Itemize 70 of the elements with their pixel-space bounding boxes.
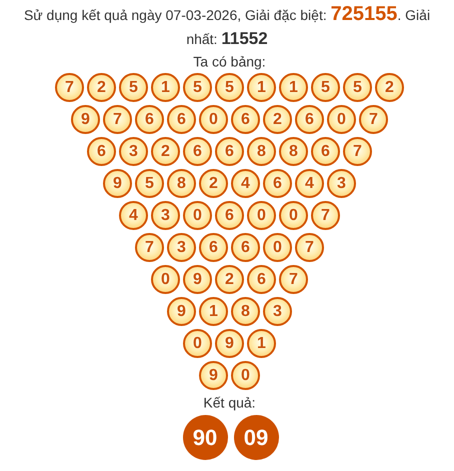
result-caption: Kết quả: xyxy=(203,394,256,412)
heading-text: Sử dụng kết quả ngày 07-03-2026, Giải đặc biệt: 725155. Giải nhất: 11552 xyxy=(22,3,432,50)
number-ball: 1 xyxy=(247,73,276,102)
result-ball: 90 xyxy=(182,414,228,460)
number-ball: 2 xyxy=(151,137,180,166)
number-ball: 6 xyxy=(231,105,260,134)
number-ball: 4 xyxy=(295,169,324,198)
number-ball: 0 xyxy=(279,201,308,230)
number-ball: 6 xyxy=(295,105,324,134)
number-ball: 7 xyxy=(295,233,324,262)
number-ball: 0 xyxy=(151,265,180,294)
number-ball: 6 xyxy=(183,137,212,166)
number-ball: 8 xyxy=(167,169,196,198)
number-ball: 3 xyxy=(151,201,180,230)
number-ball: 0 xyxy=(263,233,292,262)
number-ball: 2 xyxy=(375,73,404,102)
number-ball: 6 xyxy=(215,201,244,230)
number-ball: 0 xyxy=(183,201,212,230)
number-ball: 6 xyxy=(263,169,292,198)
number-ball: 5 xyxy=(343,73,372,102)
number-ball: 4 xyxy=(119,201,148,230)
number-ball: 7 xyxy=(343,137,372,166)
number-ball: 0 xyxy=(327,105,356,134)
number-ball: 7 xyxy=(103,105,132,134)
number-ball: 9 xyxy=(167,297,196,326)
number-ball: 5 xyxy=(119,73,148,102)
number-ball: 8 xyxy=(247,137,276,166)
number-ball: 3 xyxy=(167,233,196,262)
number-ball: 0 xyxy=(231,361,260,390)
number-ball: 0 xyxy=(247,201,276,230)
result-ball: 09 xyxy=(234,414,278,460)
number-ball: 9 xyxy=(199,361,228,390)
number-ball: 3 xyxy=(119,137,148,166)
number-ball: 2 xyxy=(215,265,244,294)
number-ball: 6 xyxy=(311,137,340,166)
number-ball: 6 xyxy=(87,137,116,166)
table-caption: Ta có bảng: xyxy=(193,54,266,70)
number-ball: 4 xyxy=(231,169,260,198)
number-ball: 5 xyxy=(215,73,244,102)
number-ball: 3 xyxy=(327,169,356,198)
number-ball: 8 xyxy=(279,137,308,166)
number-ball: 6 xyxy=(167,105,196,134)
number-ball: 5 xyxy=(311,73,340,102)
number-ball: 6 xyxy=(135,105,164,134)
number-ball: 8 xyxy=(231,297,260,326)
number-ball: 5 xyxy=(135,169,164,198)
number-ball: 9 xyxy=(103,169,132,198)
number-ball: 2 xyxy=(87,73,116,102)
number-ball: 5 xyxy=(183,73,212,102)
number-ball: 9 xyxy=(215,329,244,358)
number-ball: 0 xyxy=(199,105,228,134)
number-ball: 7 xyxy=(279,265,308,294)
number-ball: 9 xyxy=(71,105,100,134)
number-ball: 0 xyxy=(183,329,212,358)
number-ball: 7 xyxy=(311,201,340,230)
number-ball: 2 xyxy=(199,169,228,198)
number-ball: 1 xyxy=(199,297,228,326)
number-ball: 6 xyxy=(231,233,260,262)
number-ball: 1 xyxy=(279,73,308,102)
number-ball: 6 xyxy=(215,137,244,166)
number-ball: 6 xyxy=(199,233,228,262)
number-ball: 7 xyxy=(359,105,388,134)
number-ball: 1 xyxy=(247,329,276,358)
number-ball: 2 xyxy=(263,105,292,134)
number-ball: 9 xyxy=(183,265,212,294)
number-ball: 6 xyxy=(247,265,276,294)
number-ball: 7 xyxy=(135,233,164,262)
number-ball: 1 xyxy=(151,73,180,102)
number-ball: 3 xyxy=(263,297,292,326)
number-ball: 7 xyxy=(55,73,84,102)
